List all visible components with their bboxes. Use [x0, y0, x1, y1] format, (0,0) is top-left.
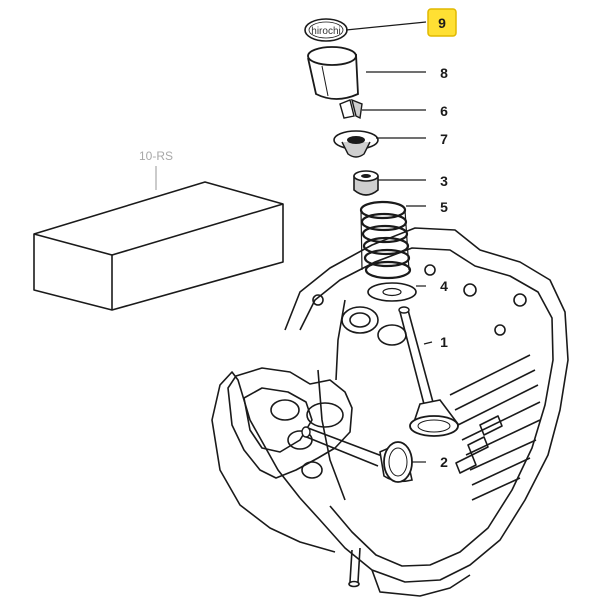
spring-retainer-part-7 [333, 130, 379, 158]
callout-3: 3 [440, 173, 448, 189]
callout-9-highlight [427, 8, 457, 37]
valve-part-2 [301, 426, 413, 483]
callouts: 9 8 6 7 3 5 4 1 2 [427, 8, 457, 470]
leader-line-1 [423, 341, 433, 345]
callout-6: 6 [440, 103, 448, 119]
spring-seat-part-4 [367, 282, 417, 302]
callout-4: 4 [440, 278, 448, 294]
cylinder-head [211, 227, 569, 597]
valve-part-1 [398, 306, 460, 437]
leader-lines [345, 21, 433, 463]
callout-9: 9 [438, 15, 446, 31]
stem-seal-part-3 [353, 170, 379, 196]
callout-1: 1 [440, 334, 448, 350]
callout-7: 7 [440, 131, 448, 147]
callout-8: 8 [440, 65, 448, 81]
shim-part-9: hirochi [304, 18, 348, 42]
callout-2: 2 [440, 454, 448, 470]
leader-line-9 [345, 21, 427, 31]
reference-box-10-rs: 10-RS [33, 149, 284, 311]
watermark-text: hirochi [311, 26, 340, 37]
bucket-tappet-part-8 [307, 46, 359, 100]
valve-keepers-part-6 [339, 98, 363, 120]
valve-spring-part-5 [359, 200, 412, 280]
callout-5: 5 [440, 199, 448, 215]
reference-label: 10-RS [139, 149, 173, 163]
